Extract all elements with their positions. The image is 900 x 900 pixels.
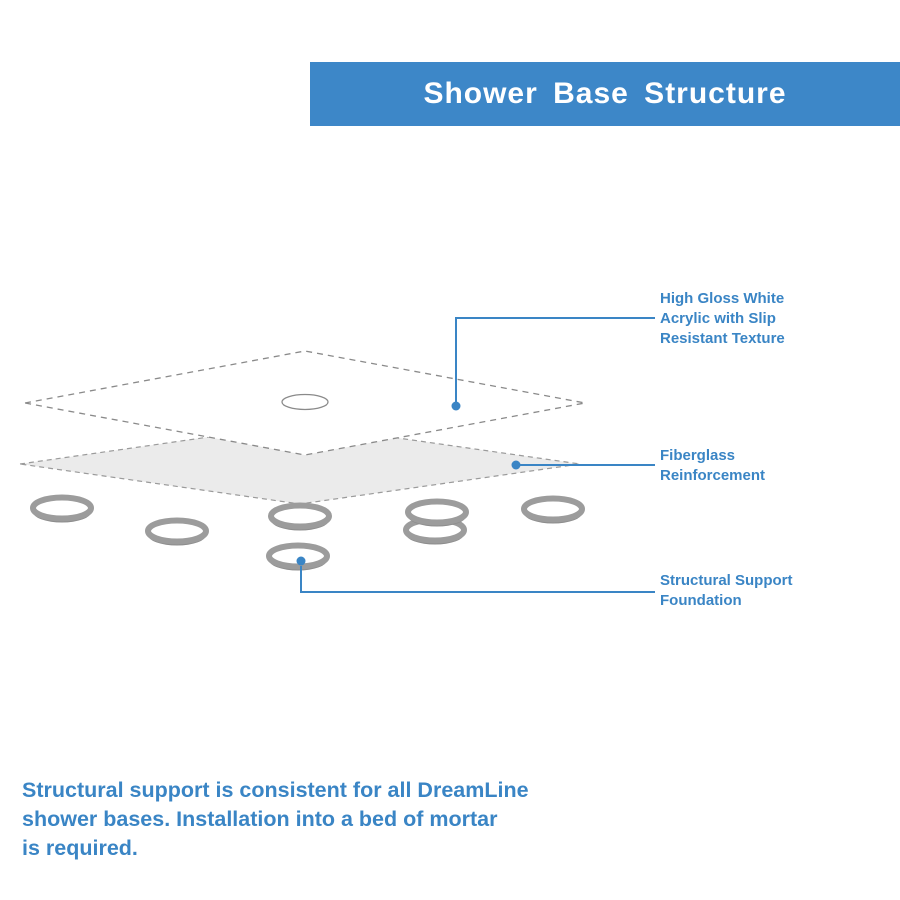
support-feet (30, 494, 585, 571)
page-title: Shower Base Structure (423, 77, 787, 110)
support-foot (521, 495, 585, 524)
callout-label-fiberglass: Fiberglass Reinforcement (660, 447, 766, 484)
footer-note: Structural support is consistent for all… (22, 778, 529, 861)
callout-lines (300, 317, 655, 593)
callout-line-foundation (300, 566, 655, 593)
support-foot (268, 502, 332, 531)
fiberglass-layer-shape (19, 423, 581, 505)
drain-hole (281, 393, 329, 411)
callout-line-acrylic (455, 317, 655, 402)
title-bar: Shower Base Structure (310, 62, 900, 126)
support-foot (30, 494, 94, 523)
callout-dot-foundation (296, 556, 306, 566)
support-foot (266, 542, 330, 571)
support-foot (403, 516, 467, 545)
callout-label-acrylic: High Gloss White Acrylic with Slip Resis… (660, 290, 785, 347)
callout-label-foundation: Structural Support Foundation (660, 572, 793, 609)
callout-dot-fiberglass (511, 460, 521, 470)
support-foot (405, 498, 469, 527)
support-foot (145, 517, 209, 546)
callout-dot-acrylic (451, 401, 461, 411)
callout-dots (296, 401, 521, 566)
